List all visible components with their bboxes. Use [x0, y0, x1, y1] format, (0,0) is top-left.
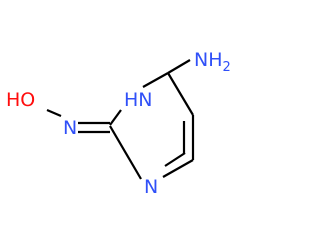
amino-n: N [194, 49, 208, 71]
hydroxyl-label: HO [6, 89, 35, 111]
bond-n-o [46, 108, 62, 118]
bond-n1-c2 [109, 125, 142, 180]
amino-label: NH2 [194, 49, 231, 75]
structure-canvas: HN N N HO NH2 [6, 49, 231, 198]
ring-n-top-label: HN [124, 89, 153, 111]
ring-n-bottom-label: N [144, 176, 158, 198]
ring-n-top-element: N [138, 89, 152, 111]
bond-c2-n3 [109, 109, 122, 126]
hydroxyl-h: H [6, 89, 20, 111]
exo-n-label: N [63, 117, 77, 139]
bond-n3-c4 [142, 72, 169, 88]
hydroxyl-o: O [20, 89, 35, 111]
bond-c4-c5 [167, 72, 194, 116]
bond-c6-n1-inner [164, 152, 186, 167]
bond-c6-n1 [162, 159, 194, 178]
molecule-diagram: HN N N HO NH2 [6, 49, 231, 198]
bond-c4-amino [167, 59, 191, 74]
amino-h: H [208, 49, 222, 71]
ring-n-top-h: H [124, 89, 138, 111]
amino-h-count: 2 [223, 60, 231, 75]
